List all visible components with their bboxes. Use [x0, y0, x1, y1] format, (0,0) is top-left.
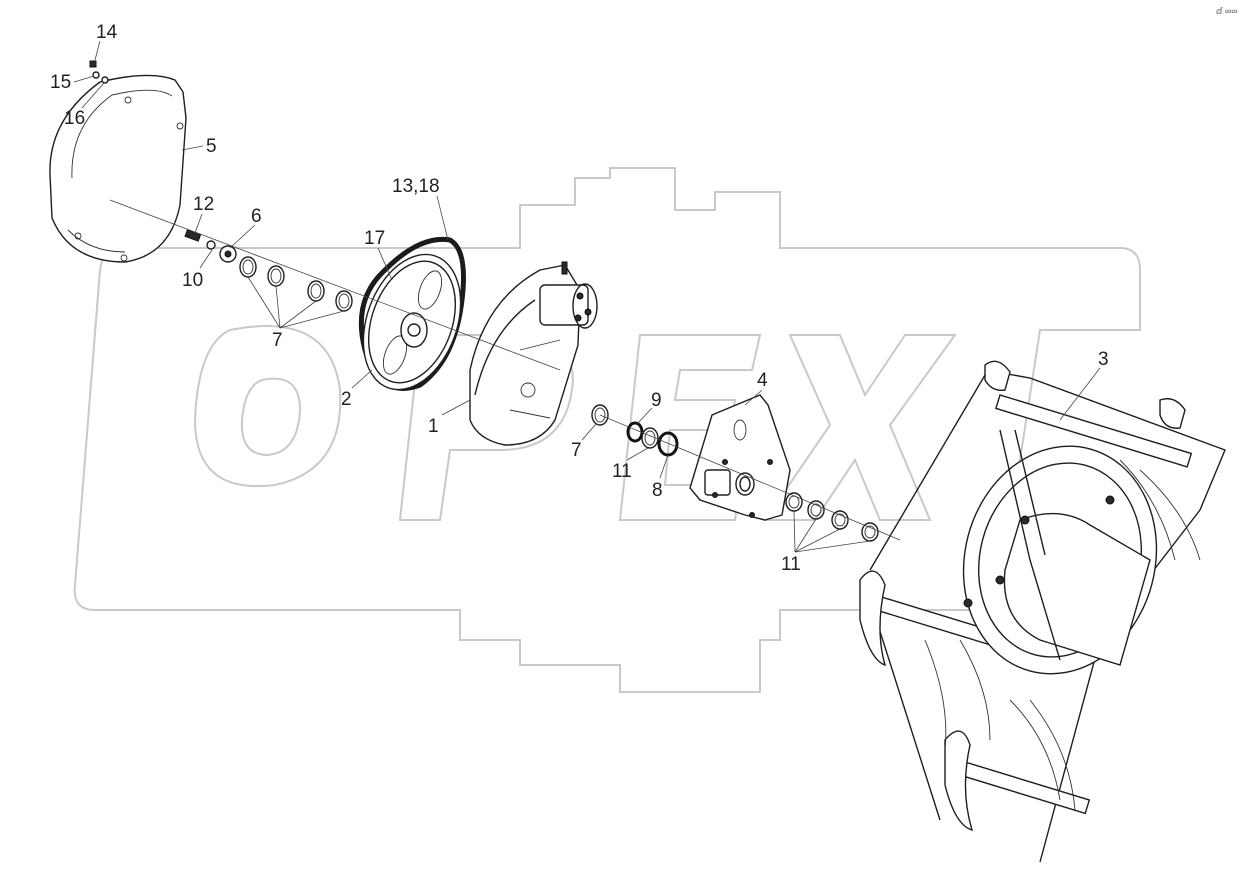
callout-2: 2 [341, 389, 352, 410]
callout-11-lower: 11 [781, 554, 801, 575]
callout-11-upper: 11 [612, 461, 632, 482]
callout-10: 10 [182, 270, 203, 291]
washers-11-lower [785, 492, 879, 542]
callout-7-left: 7 [272, 330, 283, 351]
callout-3: 3 [1098, 349, 1109, 370]
callout-12: 12 [193, 194, 214, 215]
callout-9: 9 [651, 390, 662, 411]
gearbox-housing [469, 261, 598, 446]
pulley-with-belt [358, 236, 466, 391]
bracket-plate [689, 394, 791, 521]
callout-6: 6 [251, 206, 262, 227]
callout-5: 5 [206, 136, 217, 157]
callout-4: 4 [757, 370, 768, 391]
belt-cover-part [49, 74, 187, 263]
callout-13-18: 13,18 [392, 176, 440, 197]
callout-8: 8 [652, 480, 663, 501]
callout-15: 15 [50, 72, 71, 93]
bolt-washer-nut [184, 229, 237, 263]
callout-17: 17 [364, 228, 385, 249]
callout-1: 1 [428, 416, 439, 437]
callout-labels: 14 15 16 5 12 6 10 13,18 17 7 2 1 7 9 11… [50, 6, 1238, 575]
fasteners-top [89, 60, 109, 84]
reel-assembly [859, 360, 1226, 863]
callout-14: 14 [96, 22, 118, 43]
callout-16: 16 [64, 108, 85, 129]
callout-7-right: 7 [571, 440, 582, 461]
leader-lines [73, 40, 1101, 553]
corner-mark: ⅆ ∞∞ [1216, 6, 1238, 16]
